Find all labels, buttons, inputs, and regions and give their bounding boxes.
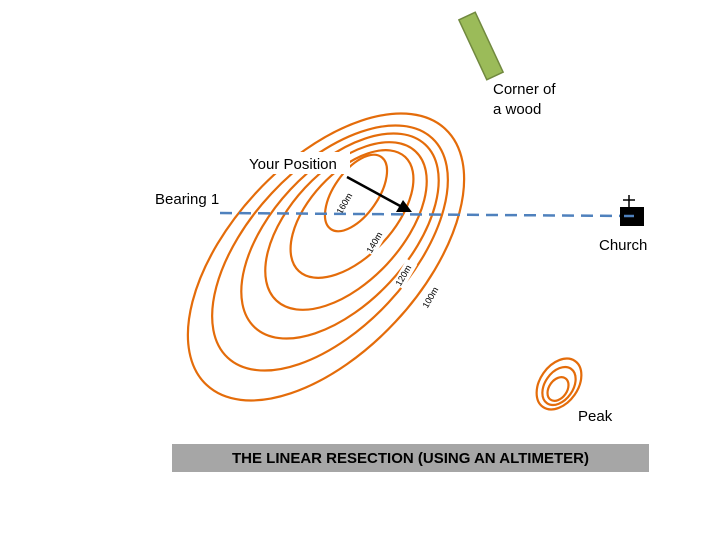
- hill-contours: [186, 112, 466, 402]
- peak-label: Peak: [578, 408, 613, 425]
- diagram-title: THE LINEAR RESECTION (USING AN ALTIMETER…: [232, 449, 589, 467]
- church-icon: [620, 195, 644, 226]
- your-position-label: Your Position: [249, 156, 337, 173]
- wood-label-line1: Corner of: [493, 81, 556, 98]
- peak-contours: [535, 357, 583, 411]
- caption-bar: THE LINEAR RESECTION (USING AN ALTIMETER…: [172, 444, 649, 472]
- wood-corner-icon: [457, 11, 505, 81]
- contour-100m: [240, 132, 440, 340]
- contour-120m: [264, 141, 428, 311]
- contour-160m: [323, 153, 389, 233]
- church-label: Church: [599, 237, 647, 254]
- contour-140m: [289, 149, 415, 279]
- position-arrow-icon: [346, 175, 412, 212]
- bearing-label: Bearing 1: [155, 191, 219, 208]
- bearing-line: [219, 211, 631, 218]
- contour-outer-2: [211, 124, 449, 372]
- contour-outer-1: [186, 112, 466, 402]
- wood-label-line2: a wood: [493, 101, 541, 118]
